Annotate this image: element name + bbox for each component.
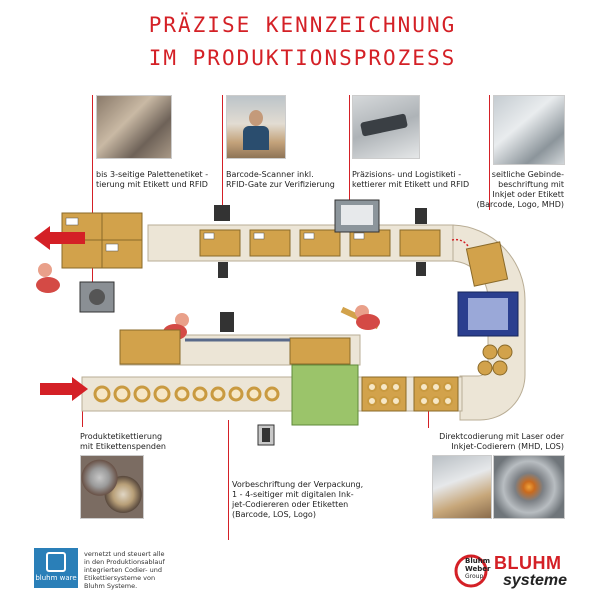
label-logistik: Präzisions- und Logistiketi - kettierer … <box>352 170 469 190</box>
footer-text-line: integrierten Codier- und <box>84 566 162 574</box>
leader-line-verpackung <box>228 420 229 540</box>
bluhmweber-logo: Bluhm Weber Group <box>453 553 493 589</box>
label-paletten-line: bis 3-seitige Palettenetiket - <box>96 170 209 179</box>
output-arrow <box>34 226 85 250</box>
label-gebinde: seitliche Gebinde- beschriftung mit Inkj… <box>456 170 564 210</box>
leader-line-laser <box>428 400 429 428</box>
photo-laser-coder <box>432 455 492 519</box>
flow-arrow <box>451 238 469 247</box>
middle-conveyor-boxes <box>119 329 351 365</box>
label-scanner-line: RFID-Gate zur Verifizierung <box>226 180 335 189</box>
bluhmware-logo: bluhm ware <box>34 548 78 588</box>
upper-conveyor-boxes <box>199 229 441 257</box>
title-line-2: IM PRODUKTIONSPROZESS <box>148 46 457 70</box>
curve-box <box>465 241 509 287</box>
bluhmweber-logo-line: Bluhm <box>465 557 490 565</box>
footer-text-line: Etikettiersysteme von <box>84 574 156 582</box>
label-paletten: bis 3-seitige Palettenetiket - tierung m… <box>96 170 208 190</box>
middle-coder <box>220 312 234 332</box>
label-gebinde-line: Inkjet oder Etikett <box>492 190 564 199</box>
label-verpackung-line: Vorbeschriftung der Verpackung, <box>232 480 364 489</box>
footer-text-line: vernetzt und steuert alle <box>84 550 165 558</box>
label-gebinde-line: beschriftung mit <box>498 180 564 189</box>
leader-line-gebinde <box>489 95 490 210</box>
photo-logistics-labeler <box>352 95 420 159</box>
label-gebinde-line: (Barcode, Logo, MHD) <box>476 200 564 209</box>
bluhmweber-logo-line: Weber <box>465 565 491 573</box>
label-verpackung-line: 1 - 4-seitiger mit digitalen Ink- <box>232 490 354 499</box>
worker-left <box>36 263 60 293</box>
label-scanner: Barcode-Scanner inkl. RFID-Gate zur Veri… <box>226 170 335 190</box>
leader-line-paletten <box>92 95 93 310</box>
label-verpackung-line: jet-Codiereren oder Etiketten <box>232 500 349 509</box>
bluhmware-logo-text: bluhm ware <box>35 574 77 582</box>
input-arrow <box>40 377 88 401</box>
label-laser-line: Inkjet-Codierern (MHD, LOS) <box>451 442 564 451</box>
filled-cases <box>361 376 459 412</box>
leader-line-scanner <box>222 95 223 205</box>
photo-case-coding <box>493 95 565 165</box>
bluhm-brand: BLUHM <box>494 553 562 573</box>
footer-text: vernetzt und steuert alle in den Produkt… <box>84 550 165 590</box>
leader-line-logistik <box>349 95 350 205</box>
label-verpackung: Vorbeschriftung der Verpackung, 1 - 4-se… <box>232 480 363 520</box>
photo-product-labeling <box>80 455 144 519</box>
systeme-brand: systeme <box>503 572 568 589</box>
label-produkt-line: mit Etikettenspenden <box>80 442 166 451</box>
label-laser: Direktcodierung mit Laser oder Inkjet-Co… <box>428 432 564 452</box>
photo-palette-labeler <box>96 95 172 159</box>
label-logistik-line: kettierer mit Etikett und RFID <box>352 180 470 189</box>
label-logistik-line: Präzisions- und Logistiketi - <box>352 170 462 179</box>
curve-products <box>477 344 513 376</box>
label-produkt: Produktetikettierung mit Etikettenspende… <box>80 432 166 452</box>
barcode-scanner <box>214 205 230 221</box>
box-labels <box>203 232 365 240</box>
label-scanner-line: Barcode-Scanner inkl. <box>226 170 314 179</box>
footer-text-line: in den Produktionsablauf <box>84 558 165 566</box>
title-line-1: PRÄZISE KENNZEICHNUNG <box>148 13 457 37</box>
bluhmweber-logo-line: Group <box>465 573 484 580</box>
packaging-machine <box>291 364 359 426</box>
footer-text-line: Bluhm Systeme. <box>84 582 138 590</box>
label-paletten-line: tierung mit Etikett und RFID <box>96 180 208 189</box>
photo-inkjet-coder <box>493 455 565 519</box>
worker-right <box>340 305 380 330</box>
photo-scanner-worker <box>226 95 286 159</box>
bluhmware-logo-mark <box>46 552 66 572</box>
label-laser-line: Direktcodierung mit Laser oder <box>439 432 564 441</box>
label-produkt-line: Produktetikettierung <box>80 432 163 441</box>
label-verpackung-line: (Barcode, LOS, Logo) <box>232 510 316 519</box>
lower-products <box>93 385 280 403</box>
label-gebinde-line: seitliche Gebinde- <box>491 170 564 179</box>
